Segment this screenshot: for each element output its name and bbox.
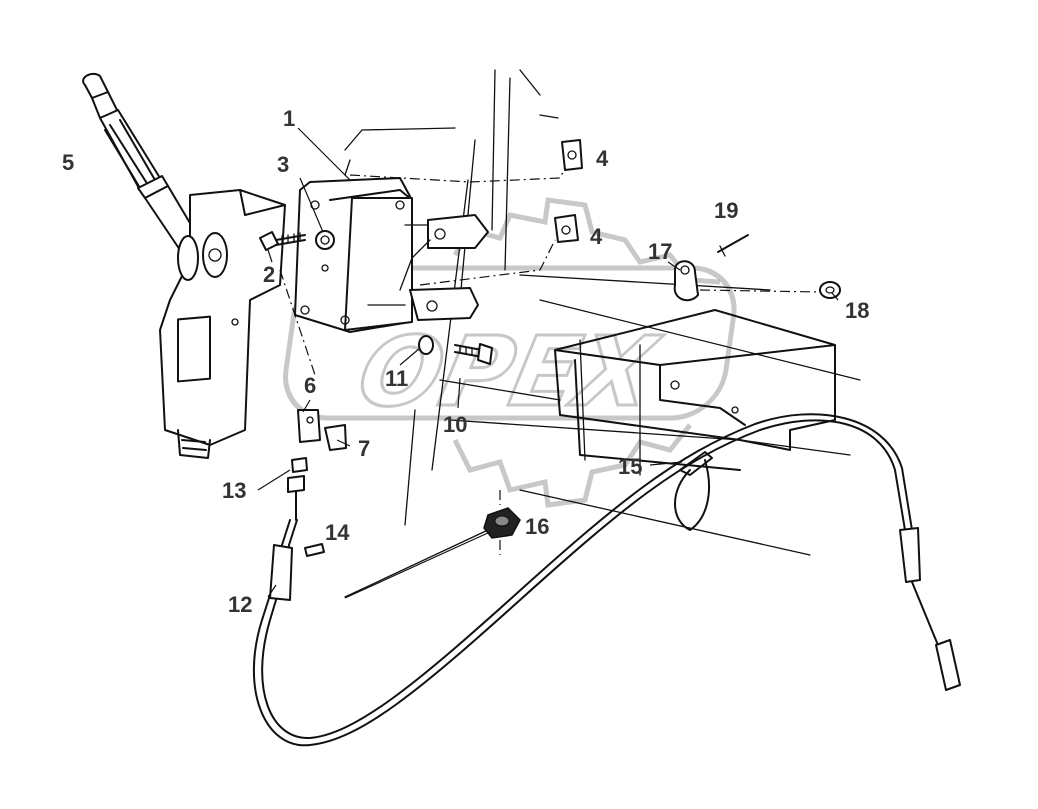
callouts: 1 2 3 4 4 5 6 7 10 11 12 13 14 15 16 17 …: [62, 106, 869, 617]
callout-3: 3: [277, 152, 289, 177]
washer-11: [418, 335, 434, 355]
watermark-frame: [283, 265, 737, 421]
callout-5: 5: [62, 150, 74, 175]
callout-6: 6: [304, 373, 316, 398]
callout-4-middle: 4: [590, 224, 603, 249]
callout-15: 15: [618, 454, 642, 479]
callout-18: 18: [845, 298, 869, 323]
callout-2: 2: [263, 262, 275, 287]
nut-18: [819, 281, 841, 299]
mounting-plate: [294, 177, 413, 333]
callout-4-top: 4: [596, 146, 609, 171]
callout-17: 17: [648, 239, 672, 264]
watermark-text: OPEX: [349, 316, 668, 428]
adjuster-13: [287, 457, 308, 521]
pin-19: [717, 234, 749, 253]
callout-1: 1: [283, 106, 295, 131]
clamp-blocks: [399, 214, 489, 321]
nut-16: [483, 507, 521, 539]
gear-lever: [82, 72, 201, 251]
fork-6: [297, 409, 321, 443]
control-cable-12: [253, 413, 961, 747]
callout-14: 14: [325, 520, 350, 545]
callout-13: 13: [222, 478, 246, 503]
washer-3: [315, 230, 335, 250]
pin-7: [324, 424, 347, 451]
callout-16: 16: [525, 514, 549, 539]
callout-19: 19: [714, 198, 738, 223]
bolt-10: [454, 343, 493, 365]
cable-clamp-17: [673, 260, 699, 302]
leader-lines: [257, 127, 839, 599]
clip-4-middle: [554, 214, 579, 243]
callout-12: 12: [228, 592, 252, 617]
clip-4-top: [561, 139, 583, 171]
callout-10: 10: [443, 412, 467, 437]
watermark-gear: [452, 197, 721, 508]
callout-11: 11: [385, 366, 408, 391]
chassis-lines: [344, 69, 861, 598]
bolt-2: [259, 231, 306, 251]
callout-7: 7: [358, 436, 370, 461]
watermark: OPEX: [283, 197, 737, 508]
clip-14: [304, 543, 325, 557]
lever-housing: [159, 189, 286, 459]
